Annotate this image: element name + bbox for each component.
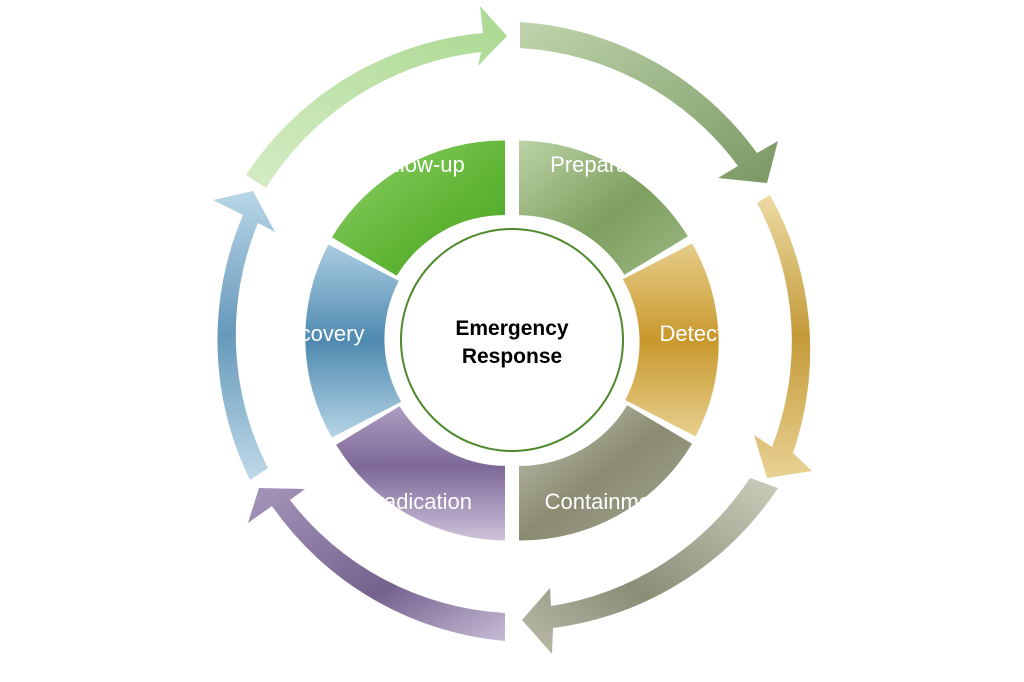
- preparation-arrow: [520, 22, 778, 183]
- label-preparation: Preparation: [550, 152, 664, 177]
- containment-arrow: [522, 478, 778, 654]
- eradication-arrow: [248, 488, 505, 641]
- follow-up-arrow: [246, 6, 507, 188]
- center-title-line-1: Emergency: [455, 317, 569, 340]
- label-eradication: Eradication: [362, 489, 472, 514]
- cycle-arrows: [213, 6, 812, 654]
- preparation-segment: [519, 140, 688, 275]
- follow-up-segment: [331, 140, 505, 276]
- label-follow-up: Follow-up: [369, 152, 464, 177]
- label-containment: Containment: [545, 489, 670, 514]
- detection-segment: [622, 243, 719, 437]
- recovery-arrow: [213, 191, 275, 480]
- cycle-segments: [305, 140, 719, 541]
- label-recovery: Recovery: [272, 321, 365, 346]
- center-circle: [400, 228, 624, 452]
- recovery-segment: [305, 244, 402, 438]
- eradication-segment: [336, 406, 505, 541]
- label-detection: Detection: [660, 321, 753, 346]
- containment-segment: [519, 405, 693, 541]
- center-title-line-2: Response: [462, 345, 562, 368]
- detection-arrow: [754, 195, 812, 478]
